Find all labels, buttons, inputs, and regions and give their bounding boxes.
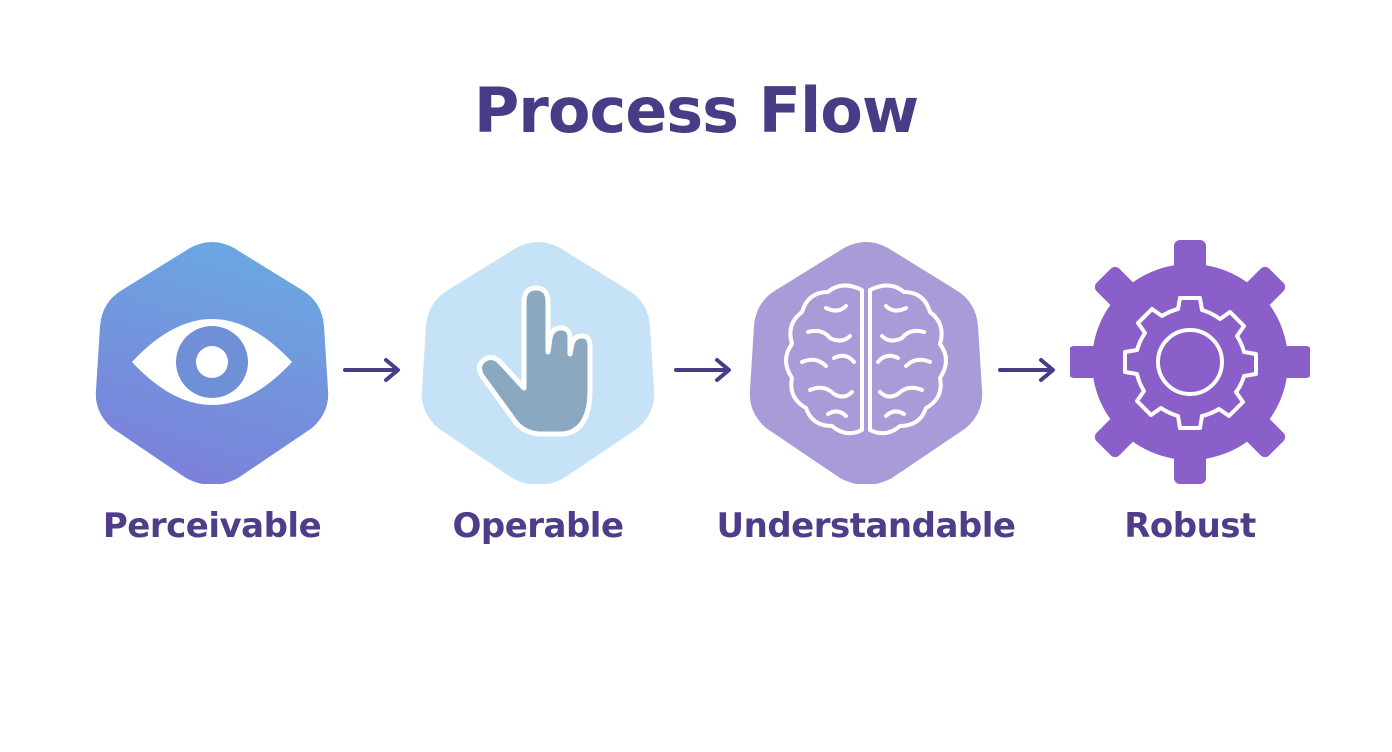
step-robust: Robust <box>1040 240 1340 560</box>
step-label: Perceivable <box>102 506 322 546</box>
arrow-right-icon <box>343 358 400 382</box>
flow-arrow <box>342 355 402 385</box>
step-label: Robust <box>1124 506 1256 546</box>
diagram-title: Process Flow <box>473 74 919 147</box>
pointing-hand-icon <box>421 242 655 484</box>
perceivable-hexagon <box>92 240 332 484</box>
step-understandable: Understandable <box>716 240 1016 560</box>
step-operable: Operable <box>388 240 688 560</box>
arrow-right-icon <box>998 358 1055 382</box>
step-label: Operable <box>452 506 624 546</box>
flow-arrow <box>673 355 733 385</box>
step-label: Understandable <box>716 506 1016 546</box>
robust-gear <box>1070 240 1310 484</box>
operable-hexagon <box>418 240 658 484</box>
gear-icon <box>1070 240 1310 484</box>
eye-icon <box>95 242 329 484</box>
brain-icon <box>749 242 983 484</box>
arrow-right-icon <box>674 358 731 382</box>
flow-arrow <box>997 355 1057 385</box>
step-perceivable: Perceivable <box>62 240 362 560</box>
understandable-hexagon <box>746 240 986 484</box>
